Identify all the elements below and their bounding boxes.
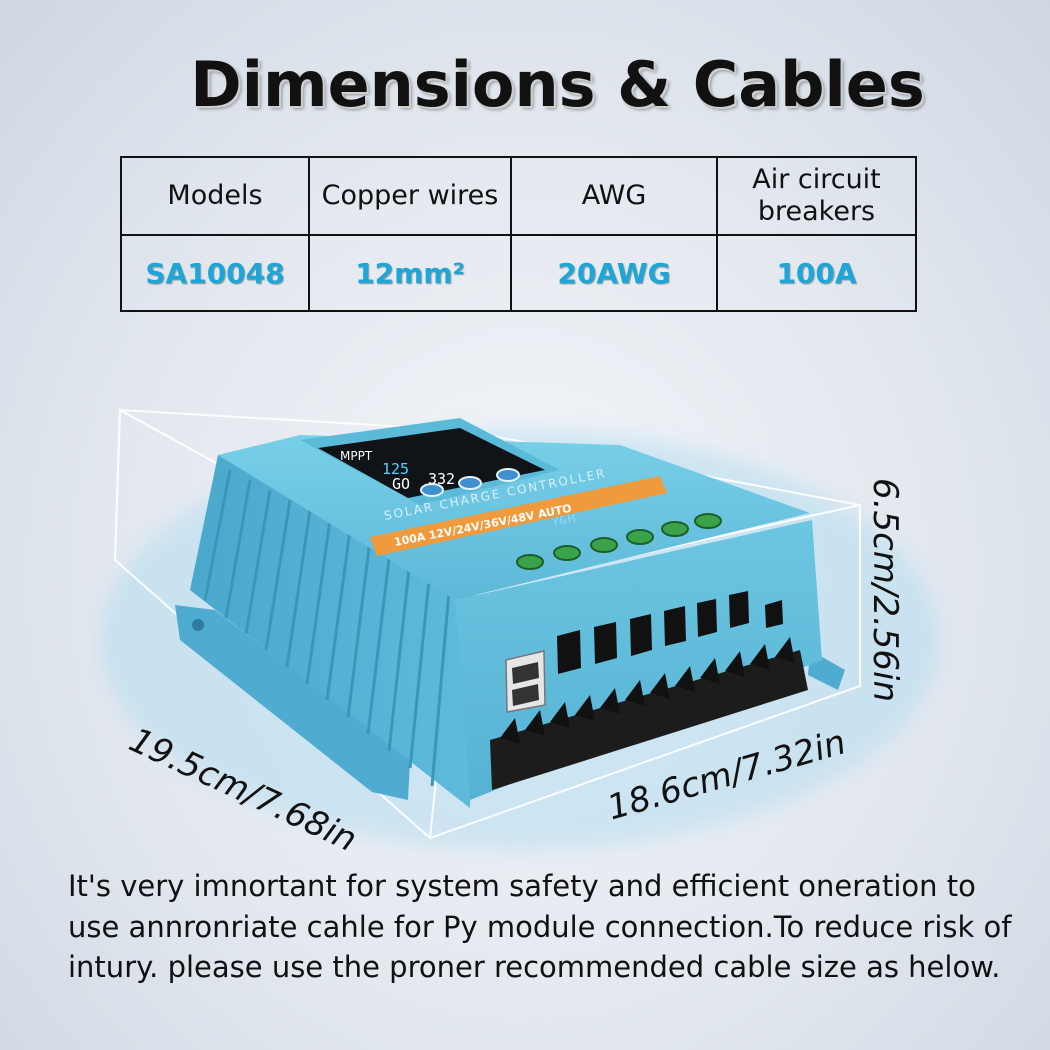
- control-button-1[interactable]: [420, 483, 444, 497]
- header-models: Models: [120, 156, 310, 236]
- terminal-openings: [557, 591, 749, 674]
- cell-breaker: 100A: [716, 234, 917, 312]
- cable-safety-note: It's very imnortant for system safety an…: [68, 869, 1012, 984]
- header-copper-wires: Copper wires: [308, 156, 512, 236]
- dc-jack[interactable]: [765, 600, 783, 628]
- charge-controller-illustration: MPPT 125 GO 332 SOLAR CHARGE CONTROLLER …: [100, 408, 940, 850]
- dimension-height-label: 6.5cm/2.56in: [865, 478, 905, 703]
- control-button-3[interactable]: [496, 468, 520, 482]
- usb-port-1[interactable]: [512, 662, 539, 684]
- orange-label-band: [370, 476, 667, 556]
- usb-port-2[interactable]: [512, 684, 539, 706]
- cable-spec-table: Models Copper wires AWG Air circuit brea…: [120, 156, 917, 312]
- terminal-screws: [516, 513, 722, 570]
- cell-model: SA10048: [120, 234, 310, 312]
- table-header-row: Models Copper wires AWG Air circuit brea…: [120, 156, 917, 236]
- heatsink-fins: [500, 637, 795, 744]
- table-row: SA10048 12mm² 20AWG 100A: [120, 234, 917, 312]
- screen-title: MPPT: [340, 449, 373, 463]
- mounting-hole-left: [192, 619, 204, 631]
- header-awg: AWG: [510, 156, 718, 236]
- header-air-circuit-breakers: Air circuit breakers: [716, 156, 917, 236]
- cell-copper-wire: 12mm²: [308, 234, 512, 312]
- screen-value-1: 125: [382, 460, 409, 478]
- heatsink: [490, 650, 808, 790]
- control-button-2[interactable]: [458, 476, 482, 490]
- screen-value-2: GO: [392, 475, 410, 493]
- cell-awg: 20AWG: [510, 234, 718, 312]
- left-flange: [175, 605, 410, 800]
- lcd-screen: [318, 428, 545, 498]
- cooling-fins: [203, 469, 452, 787]
- brand-logo: Y&H: [550, 512, 577, 529]
- page-title: Dimensions & Cables: [190, 48, 925, 121]
